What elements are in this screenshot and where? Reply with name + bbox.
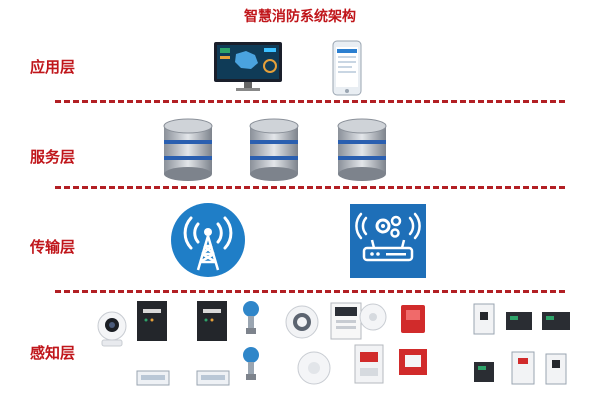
layer-divider [55,186,565,189]
layer-label-perception: 感知层 [30,344,76,362]
layer-label-application: 应用层 [30,58,76,76]
circuit-breaker-icon [472,302,572,336]
alarm-device-icon [398,348,428,376]
database-server-icon [160,118,216,182]
meter-module-icon [136,370,170,386]
control-box-icon [196,300,228,342]
mobile-app-icon [332,40,362,96]
alarm-device-icon [354,344,384,384]
smoke-detector-icon [296,350,332,386]
page-title: 智慧消防系统架构 [244,9,356,25]
control-box-icon [136,300,168,342]
monitor-dashboard-icon [212,40,284,94]
pressure-gauge-icon [240,300,262,336]
circuit-breaker-icon [472,350,572,386]
cell-tower-icon [170,202,246,278]
database-server-icon [246,118,302,182]
camera-icon [96,310,128,348]
panel-device-icon [330,302,362,340]
database-server-icon [334,118,390,182]
sound-light-alarm-icon [400,304,426,334]
layer-divider [55,290,565,293]
wifi-router-icon [350,204,426,278]
layer-label-service: 服务层 [30,148,76,166]
pressure-gauge-icon [240,346,262,382]
meter-module-icon [196,370,230,386]
smoke-detector-icon [284,304,320,340]
layer-divider [55,100,565,103]
smoke-detector-icon [358,302,388,332]
layer-label-transmission: 传输层 [30,238,76,256]
